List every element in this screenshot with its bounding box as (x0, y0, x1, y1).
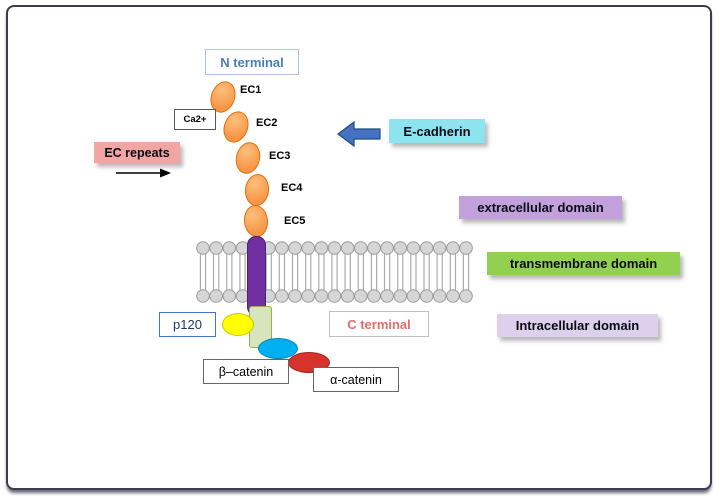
ec-repeats-label: EC repeats (94, 142, 180, 163)
lipid-bilayer (196, 240, 474, 304)
ec2-label: EC2 (256, 117, 278, 129)
calcium-label: Ca2+ (174, 109, 216, 130)
left-block-arrow-icon (337, 120, 381, 148)
n-terminal-label: N terminal (205, 49, 299, 75)
ec4-label: EC4 (281, 182, 303, 194)
transmembrane-domain-label: transmembrane domain (487, 252, 680, 275)
e-cadherin-label: E-cadherin (389, 119, 485, 143)
right-arrow-icon (116, 168, 171, 178)
ec3-label: EC3 (269, 150, 291, 162)
extracellular-domain-label: extracellular domain (459, 196, 622, 219)
alpha-catenin-label: α-catenin (313, 367, 399, 392)
beta-catenin-label: β–catenin (203, 359, 289, 384)
c-terminal-label: C terminal (329, 311, 429, 337)
intracellular-domain-label: Intracellular domain (497, 314, 658, 337)
p120-label: p120 (159, 312, 216, 337)
ec5-label: EC5 (284, 215, 306, 227)
transmembrane-rod (247, 236, 266, 316)
beta-catenin-shape (258, 338, 298, 359)
ec1-label: EC1 (240, 84, 262, 96)
p120-protein-shape (222, 313, 254, 336)
